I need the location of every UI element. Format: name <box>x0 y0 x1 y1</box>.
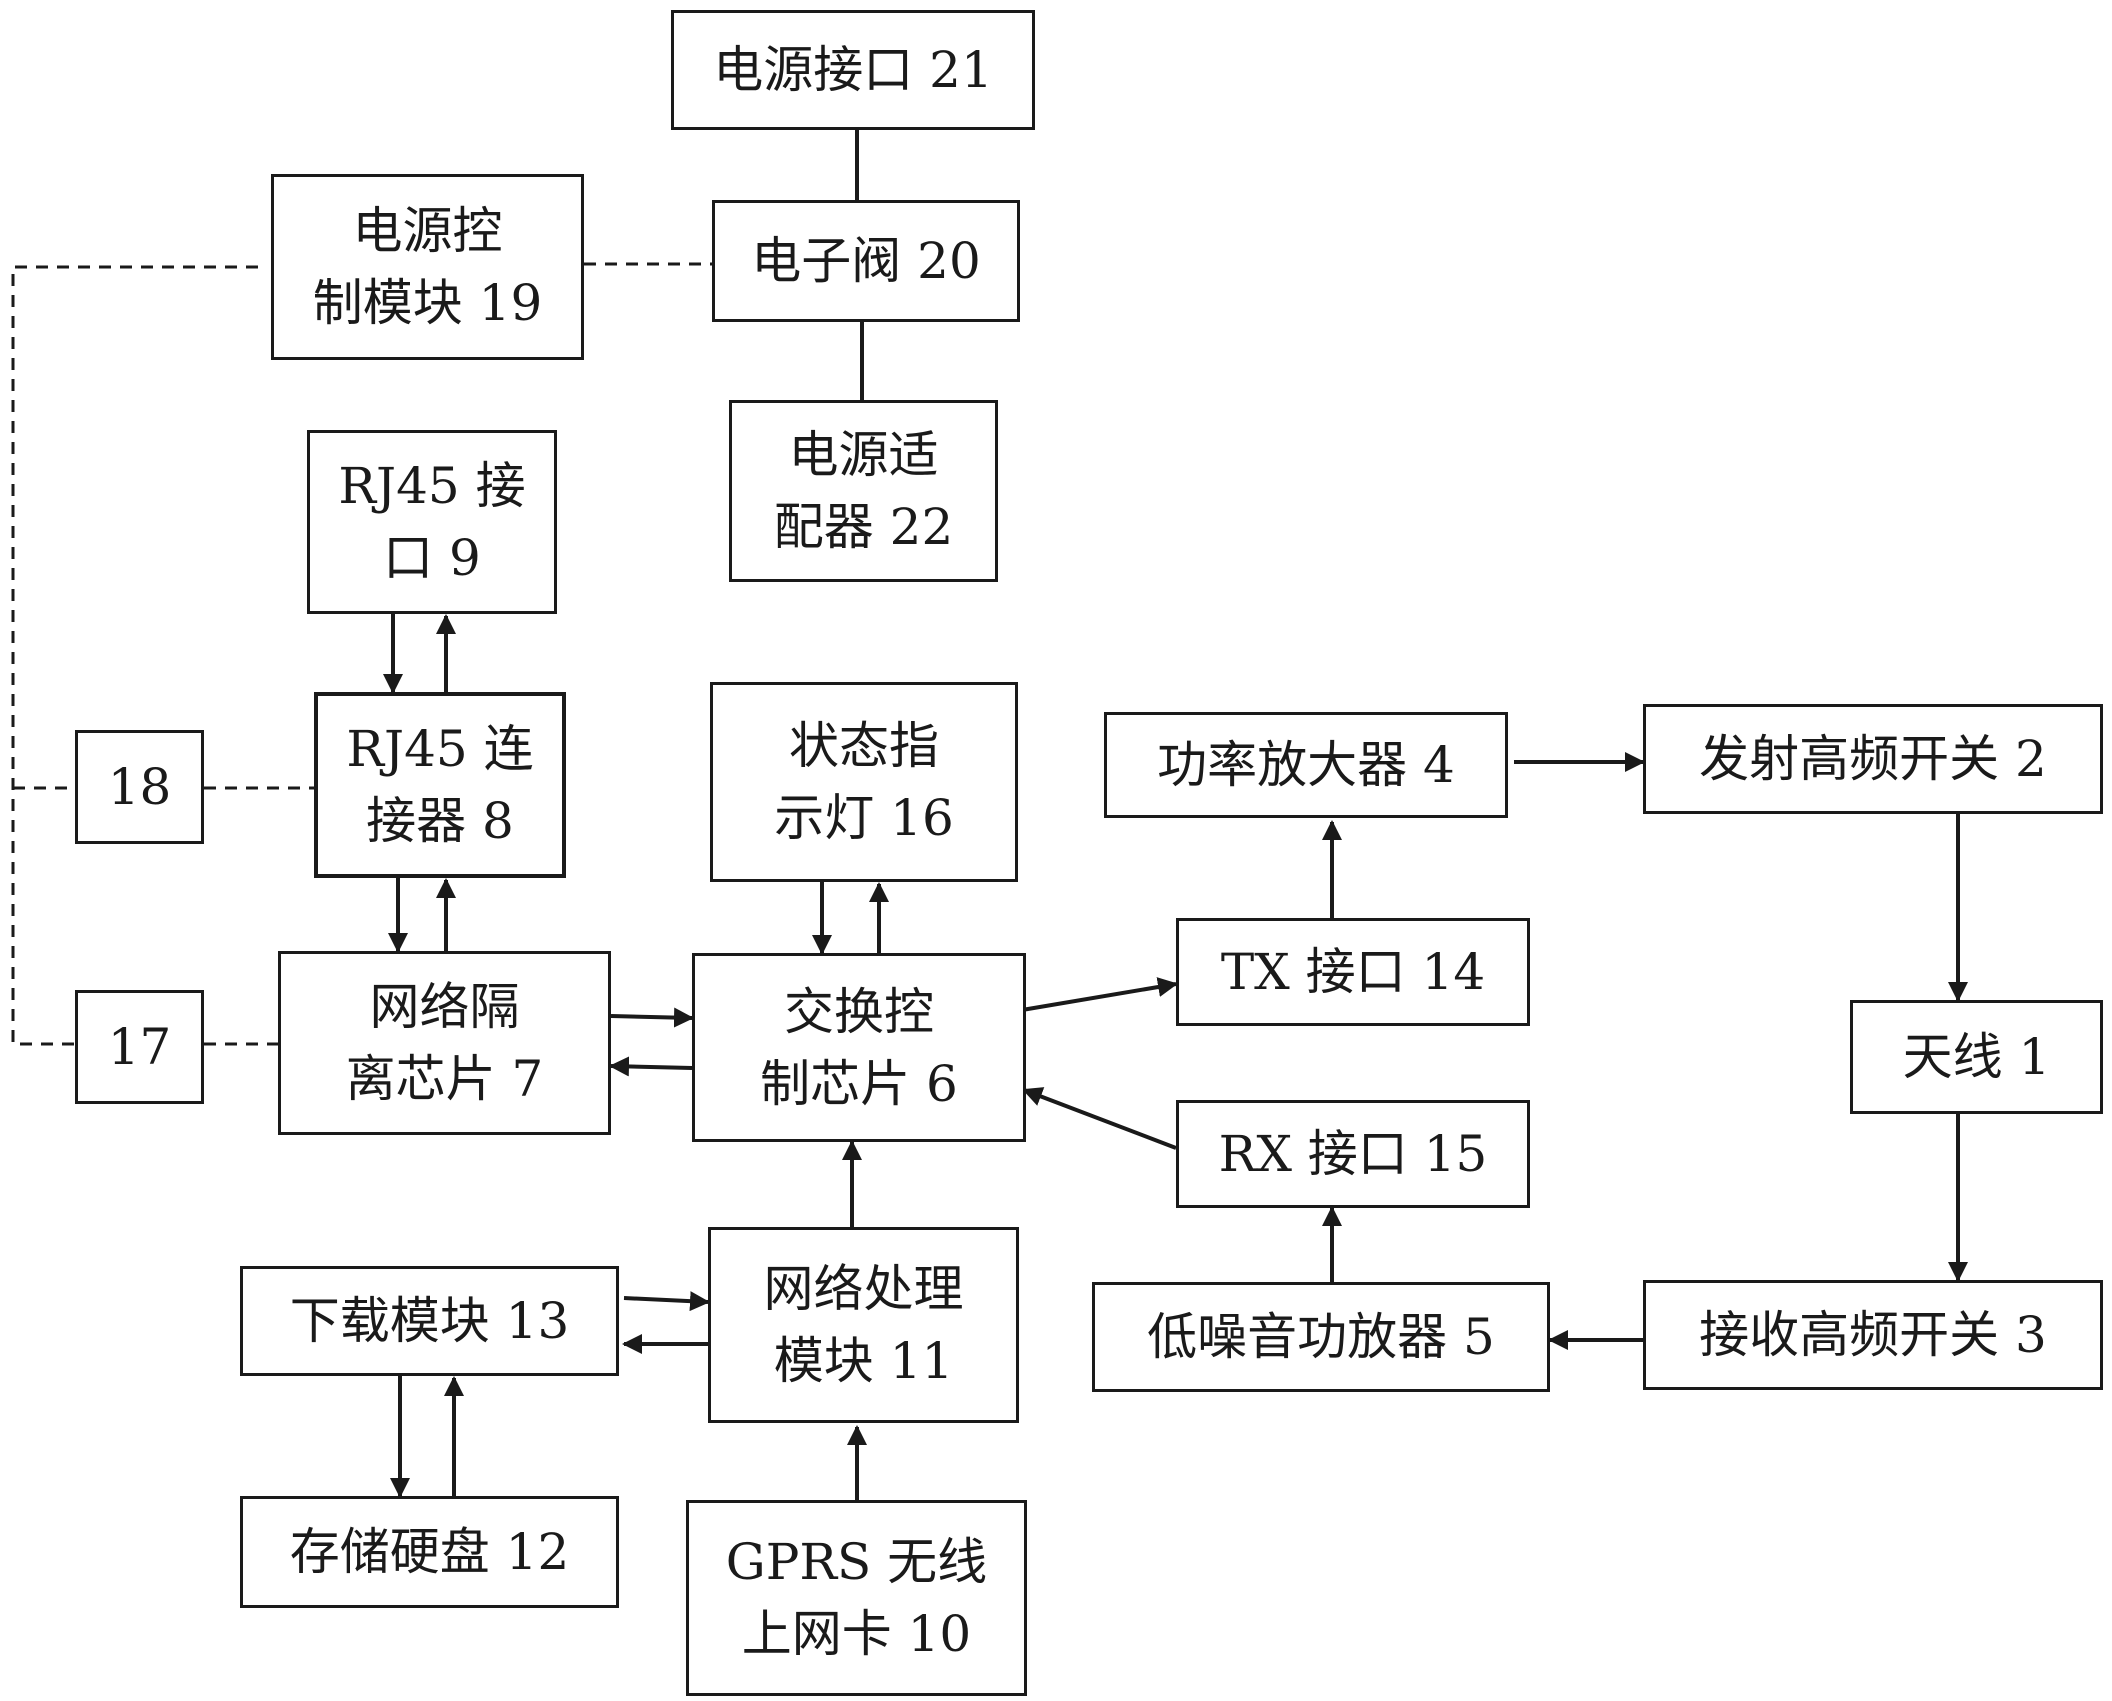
tx-interface-box: TX 接口 14 <box>1176 918 1530 1026</box>
power-control-module-box: 电源控 制模块 19 <box>271 174 584 360</box>
power-adapter-box: 电源适 配器 22 <box>729 400 998 582</box>
rj45-interface-box: RJ45 接 口 9 <box>307 430 557 614</box>
transmit-rf-switch-box: 发射高频开关 2 <box>1643 704 2103 814</box>
network-isolation-chip-box: 网络隔 离芯片 7 <box>278 951 611 1135</box>
arrow-isolation-to-switch <box>611 1016 692 1018</box>
rj45-connector-box: RJ45 连 接器 8 <box>314 692 566 878</box>
switch-control-chip-box: 交换控 制芯片 6 <box>692 953 1026 1142</box>
arrow-download-to-netproc <box>624 1298 708 1302</box>
network-processing-module-box: 网络处理 模块 11 <box>708 1227 1019 1423</box>
rx-interface-box: RX 接口 15 <box>1176 1100 1530 1208</box>
receive-rf-switch-box: 接收高频开关 3 <box>1643 1280 2103 1390</box>
arrow-switch-to-isolation <box>611 1066 692 1068</box>
power-interface-box: 电源接口 21 <box>671 10 1035 130</box>
status-indicator-box: 状态指 示灯 16 <box>710 682 1018 882</box>
box-17: 17 <box>75 990 204 1104</box>
download-module-box: 下载模块 13 <box>240 1266 619 1376</box>
arrow-rx-to-switch <box>1024 1090 1176 1148</box>
electronic-valve-box: 电子阀 20 <box>712 200 1020 322</box>
low-noise-amplifier-box: 低噪音功放器 5 <box>1092 1282 1550 1392</box>
power-amplifier-box: 功率放大器 4 <box>1104 712 1508 818</box>
dash-left-bus <box>13 267 258 1044</box>
storage-disk-box: 存储硬盘 12 <box>240 1496 619 1608</box>
box-18: 18 <box>75 730 204 844</box>
antenna-box: 天线 1 <box>1850 1000 2103 1114</box>
arrow-switch-to-tx <box>1022 984 1176 1010</box>
gprs-card-box: GPRS 无线 上网卡 10 <box>686 1500 1027 1696</box>
